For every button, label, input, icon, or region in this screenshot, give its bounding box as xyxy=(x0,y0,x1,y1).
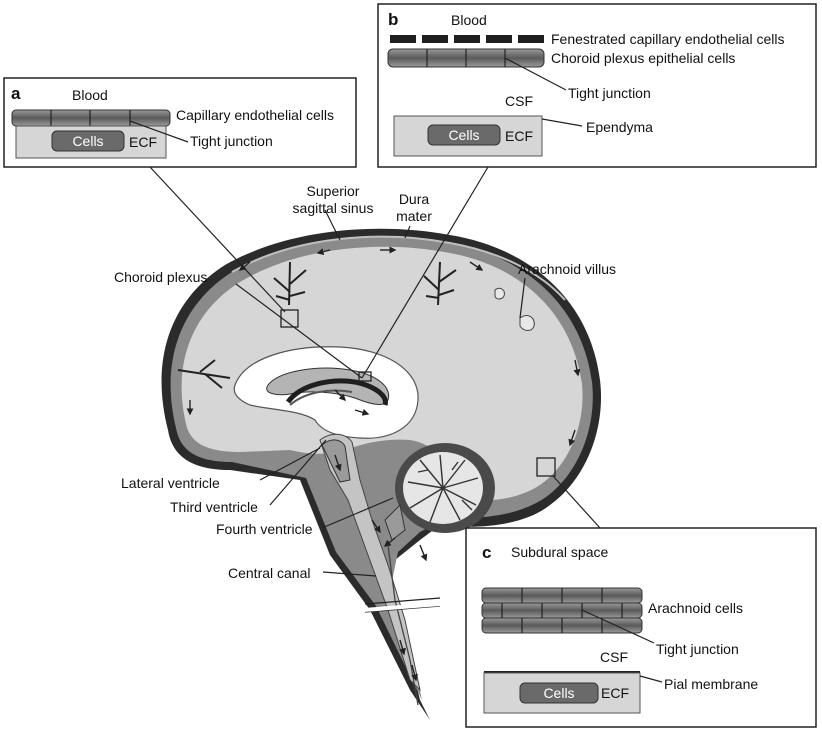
central-canal xyxy=(387,544,419,706)
panel-a-blood-label: Blood xyxy=(72,87,108,103)
choroid-tuft-top-left xyxy=(273,261,307,306)
panel-c-letter: c xyxy=(482,543,491,562)
panel-a-letter: a xyxy=(11,84,21,103)
panel-c-pial-pointer xyxy=(639,675,663,683)
choroid-tuft-top-right xyxy=(423,261,457,306)
lateral-ventricle xyxy=(266,367,390,405)
brain-labels: Superior sagittal sinus Dura mater Arach… xyxy=(114,183,616,581)
panel-c-tight-junction-label: Tight junction xyxy=(656,641,739,657)
cord-break-gap xyxy=(361,601,443,613)
label-dura-mater-1: Dura xyxy=(399,191,430,207)
panel-a-ecf-text: ECF xyxy=(129,134,157,150)
panel-c-tj-pointer xyxy=(581,609,655,644)
panel-a-blood-brain-barrier: a Blood Cells ECF Capillary endothelial … xyxy=(3,77,357,168)
panel-c-arachnoid-layers xyxy=(481,587,643,634)
label-third-ventricle: Third ventricle xyxy=(170,499,258,515)
panel-b-letter: b xyxy=(388,10,398,29)
cord-break-line-1 xyxy=(364,597,441,605)
label-superior-sagittal-sinus-2: sagittal sinus xyxy=(293,200,374,216)
panel-c-arachnoid-barrier: c Subdural space Arachnoid cells Tight j… xyxy=(465,527,817,728)
fourth-ventricle xyxy=(384,503,406,541)
panel-a-cells-pill xyxy=(51,130,125,152)
panel-b-fenestrated-row xyxy=(390,35,544,43)
panel-c-cells-pill xyxy=(519,682,599,704)
callout-lines xyxy=(149,166,601,577)
panel-c-csf-label: CSF xyxy=(600,649,628,665)
panel-b-ependyma-label: Ependyma xyxy=(586,119,653,135)
panel-c-pial-label: Pial membrane xyxy=(664,676,758,692)
panel-b-epithelial-row xyxy=(387,48,545,68)
region-marker-c xyxy=(536,457,556,477)
panel-a-tight-junction-label: Tight junction xyxy=(190,133,273,149)
panel-c-arachnoid-cells-label: Arachnoid cells xyxy=(648,600,743,616)
csf-flow-arrows xyxy=(186,246,581,682)
brainstem xyxy=(319,433,421,692)
panel-a-endothelial-row xyxy=(11,109,171,127)
label-choroid-plexus: Choroid plexus xyxy=(114,269,207,285)
third-ventricle xyxy=(321,439,351,483)
panel-b-choroid-epithelial-label: Choroid plexus epithelial cells xyxy=(551,50,735,66)
panel-b-cells-pill xyxy=(427,124,501,146)
panel-b-blood-csf-barrier: b Blood Fenestrated capillary endothelia… xyxy=(377,3,817,168)
panel-b-blood-label: Blood xyxy=(451,12,487,28)
panel-a-tj-pointer xyxy=(129,120,189,143)
panel-b-tj-pointer xyxy=(504,57,567,91)
panel-c-cells-text: Cells xyxy=(543,685,574,701)
panel-c-ecf-text: ECF xyxy=(601,685,629,701)
label-fourth-ventricle: Fourth ventricle xyxy=(216,521,313,537)
panel-b-ecf-text: ECF xyxy=(505,128,533,144)
label-superior-sagittal-sinus-1: Superior xyxy=(307,183,360,199)
panel-b-fenestrated-label: Fenestrated capillary endothelial cells xyxy=(551,31,784,47)
panel-b-tight-junction-label: Tight junction xyxy=(568,85,651,101)
panel-b-csf-label: CSF xyxy=(505,93,533,109)
panel-b-cells-text: Cells xyxy=(448,127,479,143)
region-marker-a xyxy=(280,309,299,328)
label-dura-mater-2: mater xyxy=(396,208,432,224)
arachnoid-villus-shape xyxy=(519,315,535,331)
panel-b-ependyma-pointer xyxy=(541,118,583,127)
cerebellum-folia xyxy=(407,454,479,523)
brain-sagittal-section xyxy=(161,228,602,720)
label-lateral-ventricle: Lateral ventricle xyxy=(121,475,220,491)
panel-a-capillary-label: Capillary endothelial cells xyxy=(176,107,334,123)
arachnoid-villus-shape-2 xyxy=(494,287,505,300)
panel-c-subdural-label: Subdural space xyxy=(511,544,609,560)
panel-a-cells-text: Cells xyxy=(72,133,103,149)
choroid-tuft-left xyxy=(177,359,231,389)
cord-break-line-2 xyxy=(364,605,441,613)
label-central-canal: Central canal xyxy=(228,565,311,581)
label-arachnoid-villus: Arachnoid villus xyxy=(518,261,616,277)
choroid-plexus-inner xyxy=(289,389,353,406)
superior-sagittal-sinus xyxy=(231,235,566,301)
choroid-plexus-band xyxy=(285,378,388,406)
